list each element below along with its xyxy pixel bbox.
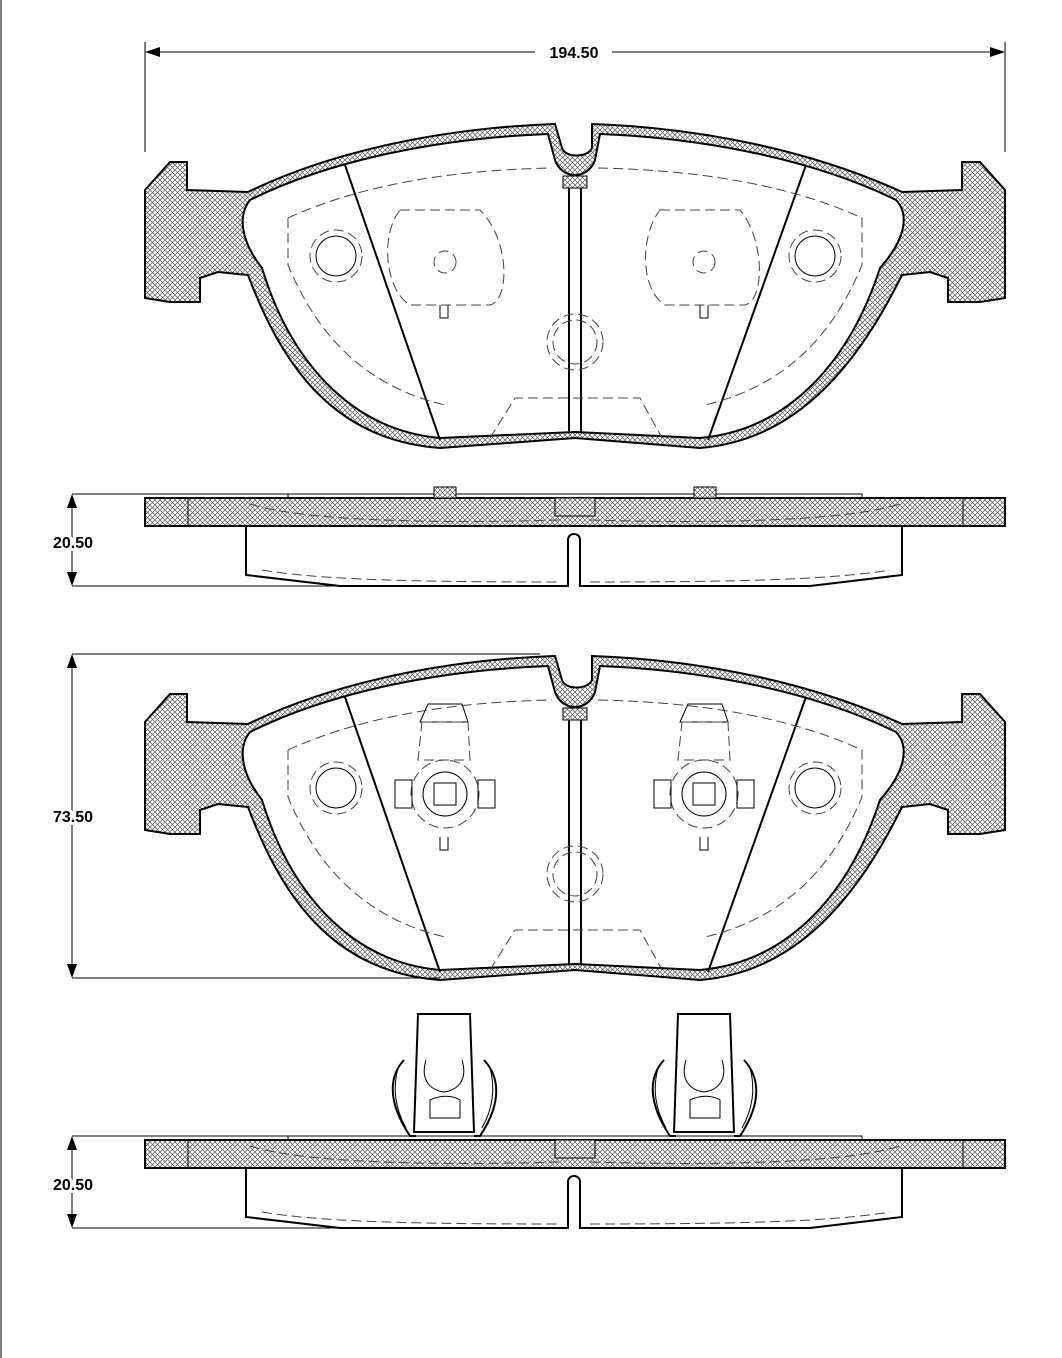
clip-outline-left [394,703,496,851]
sensor-outline-right [645,209,760,319]
width-dimension: 194.50 [144,42,1006,152]
height-dimension-label: 73.50 [53,809,93,826]
pad-side-view-bottom [144,1135,1006,1229]
thickness-dimension-bottom-label: 20.50 [53,1177,93,1194]
thickness-dimension-top: 20.50 [50,493,340,587]
thickness-dimension-top-label: 20.50 [53,535,93,552]
pad-side-view-top [144,486,1006,587]
sensor-outline-left [387,209,505,319]
height-dimension: 73.50 [50,653,540,979]
pad-front-view-top [144,123,1006,449]
pad-front-view-bottom [144,655,1006,981]
thickness-dimension-bottom: 20.50 [50,1135,340,1229]
width-dimension-label: 194.50 [550,45,599,62]
retaining-clip-left [391,1013,498,1137]
clip-outline-right [653,703,755,851]
retaining-clip-right [651,1013,758,1137]
